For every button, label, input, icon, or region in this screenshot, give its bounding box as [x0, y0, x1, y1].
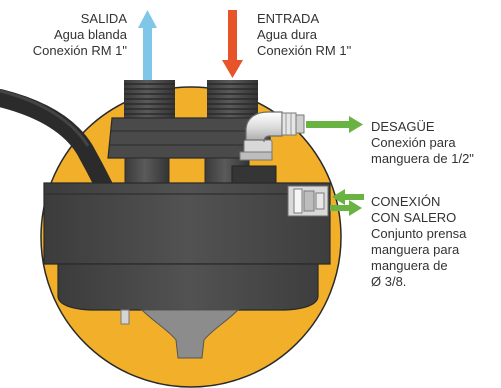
desague-label: DESAGÜE Conexión para manguera de 1/2" — [371, 119, 474, 167]
desague-line3: manguera de 1/2" — [371, 151, 474, 166]
salero-line4: manguera para — [371, 242, 460, 257]
main-body — [43, 182, 331, 265]
salero-line3: Conjunto prensa — [371, 226, 467, 241]
entrada-pipe — [207, 80, 258, 120]
salida-connection: Conexión RM 1" — [32, 43, 127, 58]
salero-line6: Ø 3/8. — [371, 274, 407, 289]
desague-arrow — [306, 116, 363, 133]
salida-subtitle: Agua blanda — [53, 27, 127, 42]
salida-arrow — [138, 10, 157, 80]
entrada-title: ENTRADA — [257, 11, 320, 26]
entrada-arrow — [222, 10, 243, 78]
salero-title-1: CONEXIÓN — [371, 194, 441, 209]
salida-pipe — [124, 80, 175, 120]
entrada-label: ENTRADA Agua dura Conexión RM 1" — [257, 11, 351, 59]
salero-arrows — [330, 189, 364, 216]
brine-connector — [287, 185, 329, 217]
salero-label: CONEXIÓN CON SALERO Conjunto prensa mang… — [371, 194, 466, 290]
cable — [0, 89, 113, 195]
entrada-connection: Conexión RM 1" — [257, 43, 352, 58]
desague-line2: Conexión para — [371, 135, 456, 150]
desague-title: DESAGÜE — [371, 119, 435, 134]
salero-title-2: CON SALERO — [371, 210, 457, 225]
bottom-funnel — [140, 309, 240, 359]
drain-elbow — [239, 111, 305, 161]
salero-line5: manguera de — [371, 258, 448, 273]
salida-label: SALIDA Agua blanda Conexión RM 1" — [33, 11, 127, 59]
entrada-subtitle: Agua dura — [257, 27, 317, 42]
salida-title: SALIDA — [80, 11, 127, 26]
